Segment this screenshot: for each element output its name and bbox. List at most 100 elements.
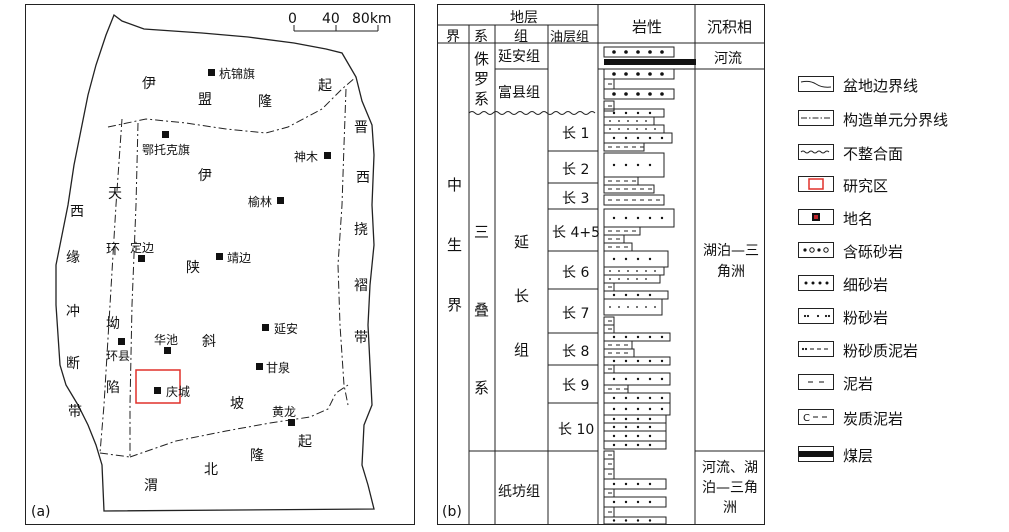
lithology-dot xyxy=(648,407,652,411)
lithology-bed xyxy=(603,516,667,524)
lithology-dot xyxy=(624,359,628,363)
lithology-dot xyxy=(648,72,652,76)
panel-label-a: (a) xyxy=(31,504,51,520)
basin-boundary xyxy=(55,13,375,512)
lithology-dot xyxy=(636,257,640,261)
lithology-dot xyxy=(648,482,652,486)
lithology-dot xyxy=(636,92,640,96)
lithology-dot xyxy=(612,136,616,140)
place-label: 神木 xyxy=(294,150,319,164)
lithology-dot xyxy=(648,443,652,447)
lithology-dot xyxy=(660,359,664,363)
place-marker xyxy=(164,347,171,354)
siltstone-icon xyxy=(798,308,834,324)
lithology-dot xyxy=(618,278,620,280)
header-lithology: 岩性 xyxy=(632,18,663,36)
lithology-bed xyxy=(603,372,671,386)
unit-char: 伊 xyxy=(142,76,156,92)
lithology-dot xyxy=(636,128,638,130)
lithology-dot xyxy=(654,306,656,308)
lithology-dot xyxy=(612,72,616,76)
legend-item: C 炭质泥岩 xyxy=(795,405,995,431)
lithology-bed xyxy=(603,234,625,244)
lithology-dot xyxy=(612,443,616,447)
lithology-dot xyxy=(636,278,638,280)
lithology-dot xyxy=(618,120,620,122)
lithology-column xyxy=(603,46,675,524)
lithology-dot xyxy=(612,359,616,363)
lithology-dot xyxy=(612,111,616,115)
unconformity-icon xyxy=(798,144,834,160)
legend-item: 煤层 xyxy=(795,442,995,468)
header-zu: 组 xyxy=(514,29,528,45)
lithology-dot xyxy=(612,216,616,220)
map-svg xyxy=(55,13,379,512)
tectonic-boundaries xyxy=(99,76,357,458)
place-marker xyxy=(288,419,295,426)
lithology-dot xyxy=(624,257,628,261)
lithology-dot xyxy=(648,163,652,167)
lithology-dot xyxy=(648,434,652,438)
map-panel: 0 40 80km 伊 盟 隆 起 伊 陕 斜 坡 晋 西 挠 褶 带 西 缘 … xyxy=(25,4,415,525)
header-stratum: 地层 xyxy=(510,10,538,26)
lithology-dot xyxy=(624,92,628,96)
zhifang-formation: 纸坊组 xyxy=(498,484,540,500)
place-label: 黄龙 xyxy=(272,405,297,419)
lithology-dot xyxy=(624,136,628,140)
legend-item: 粉砂岩 xyxy=(795,304,995,330)
lithology-dot xyxy=(618,128,620,130)
lithology-dot xyxy=(636,434,640,438)
lithology-dot xyxy=(660,377,664,381)
place-marker xyxy=(277,197,284,204)
lithology-dot xyxy=(636,216,640,220)
legend-label: 构造单元分界线 xyxy=(843,111,949,129)
lithology-dot xyxy=(645,120,647,122)
triassic-label: 三叠系 xyxy=(474,223,490,397)
unit-char: 挠 xyxy=(354,222,368,238)
lithology-bed xyxy=(603,356,671,366)
lithology-dot xyxy=(636,425,640,429)
legend-label: 细砂岩 xyxy=(843,276,889,294)
unconformity-line xyxy=(468,111,596,115)
unit-char: 隆 xyxy=(250,448,264,464)
lithology-dot xyxy=(660,335,664,339)
lithology-dot xyxy=(648,293,652,297)
lithology-dot xyxy=(636,500,640,504)
header-xi: 系 xyxy=(474,29,488,45)
place-label: 定边 xyxy=(130,241,155,255)
member-chang6: 长 6 xyxy=(562,265,590,281)
lithology-dot xyxy=(660,92,664,96)
lithology-dot xyxy=(612,407,616,411)
lithology-dot xyxy=(624,163,628,167)
lithology-dot xyxy=(612,519,616,522)
jurassic-label: 侏罗系 xyxy=(474,50,490,108)
place-label: 杭锦旗 xyxy=(219,67,256,81)
basin-boundary-icon xyxy=(798,76,834,92)
unit-char: 西 xyxy=(70,204,84,220)
lithology-dot xyxy=(648,50,652,54)
legend-item: 不整合面 xyxy=(795,140,995,166)
jie-label: 中生界 xyxy=(447,176,463,314)
unit-char: 北 xyxy=(204,462,218,478)
lithology-dot xyxy=(624,500,628,504)
lithology-bed xyxy=(603,68,675,80)
lithology-dot xyxy=(648,136,652,140)
legend-label: 粉砂岩 xyxy=(843,309,889,327)
place-marker xyxy=(138,255,145,262)
lithology-dot xyxy=(627,270,629,272)
legend-label: 盆地边界线 xyxy=(843,77,919,95)
lithology-dot xyxy=(648,396,652,400)
unit-char: 陕 xyxy=(186,260,200,276)
legend-item: 含砾砂岩 xyxy=(795,238,995,264)
lithology-dot xyxy=(612,377,616,381)
unit-char: 伊 xyxy=(198,168,212,184)
lithology-dot xyxy=(636,377,640,381)
unit-char: 起 xyxy=(318,78,332,94)
lithology-dot xyxy=(648,335,652,339)
scale-tick-80: 80km xyxy=(352,11,392,27)
scale-tick-0: 0 xyxy=(288,11,297,27)
lithology-dot xyxy=(636,519,640,522)
lithology-dot xyxy=(636,482,640,486)
member-chang8: 长 8 xyxy=(562,344,590,360)
header-facies: 沉积相 xyxy=(707,18,753,36)
